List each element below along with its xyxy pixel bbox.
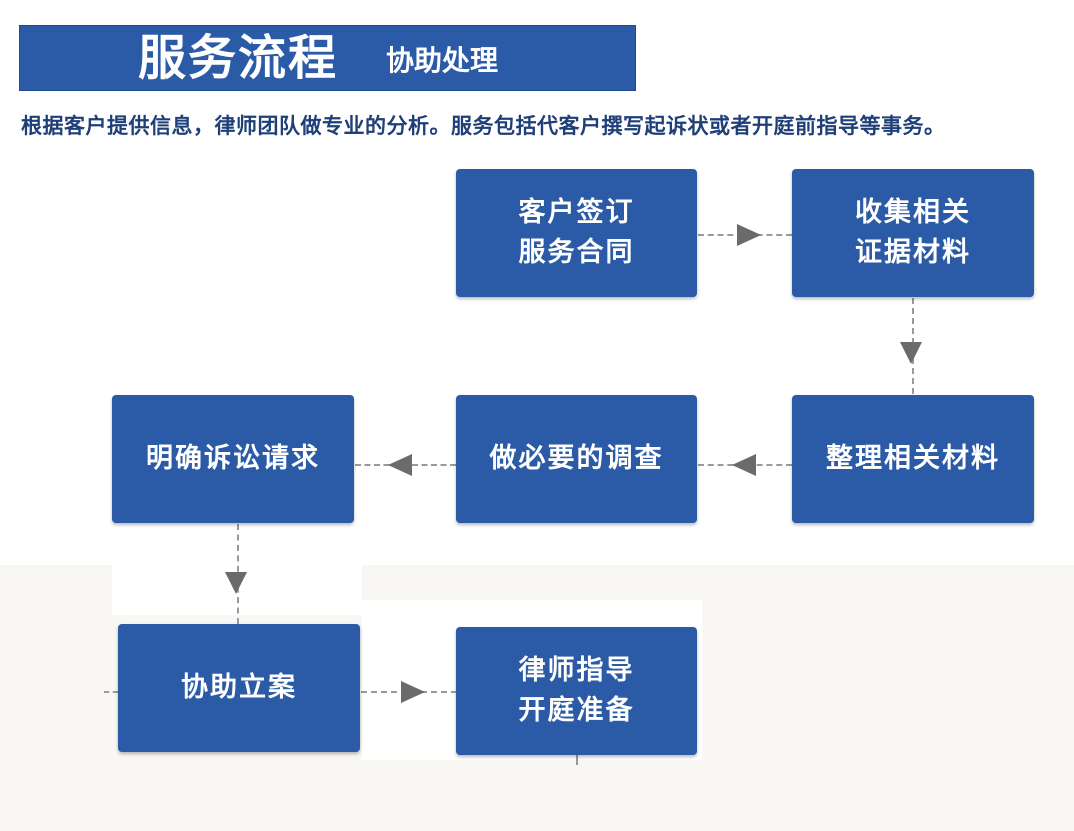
arrow-right-icon	[737, 224, 761, 246]
step-box-trial-preparation: 律师指导 开庭准备	[456, 627, 697, 755]
step-label: 收集相关 证据材料	[855, 197, 971, 268]
title-banner: 服务流程 协助处理	[19, 25, 636, 91]
step-label: 做必要的调查	[489, 443, 664, 474]
step-box-filing-assistance: 协助立案	[118, 624, 360, 752]
connector-stub	[104, 691, 118, 693]
step-box-clarify-claims: 明确诉讼请求	[112, 395, 354, 523]
arrow-right-icon	[401, 681, 425, 703]
page-subtitle: 协助处理	[386, 44, 499, 77]
intro-text: 根据客户提供信息，律师团队做专业的分析。服务包括代客户撰写起诉状或者开庭前指导等…	[21, 113, 946, 138]
step-label: 客户签订 服务合同	[518, 197, 635, 268]
step-label: 整理相关材料	[826, 443, 1000, 474]
step-box-collect-evidence: 收集相关 证据材料	[792, 169, 1034, 297]
connector-stub	[576, 755, 578, 765]
step-box-organize-materials: 整理相关材料	[792, 395, 1034, 523]
arrow-left-icon	[388, 454, 412, 476]
page-title: 服务流程	[138, 30, 339, 86]
arrow-down-icon	[900, 342, 922, 364]
arrow-left-icon	[732, 454, 756, 476]
step-box-investigation: 做必要的调查	[456, 395, 697, 523]
step-label: 协助立案	[181, 672, 297, 703]
arrow-down-icon	[225, 572, 247, 594]
step-label: 明确诉讼请求	[146, 443, 320, 474]
step-box-sign-contract: 客户签订 服务合同	[456, 169, 697, 297]
step-label: 律师指导 开庭准备	[518, 655, 635, 726]
